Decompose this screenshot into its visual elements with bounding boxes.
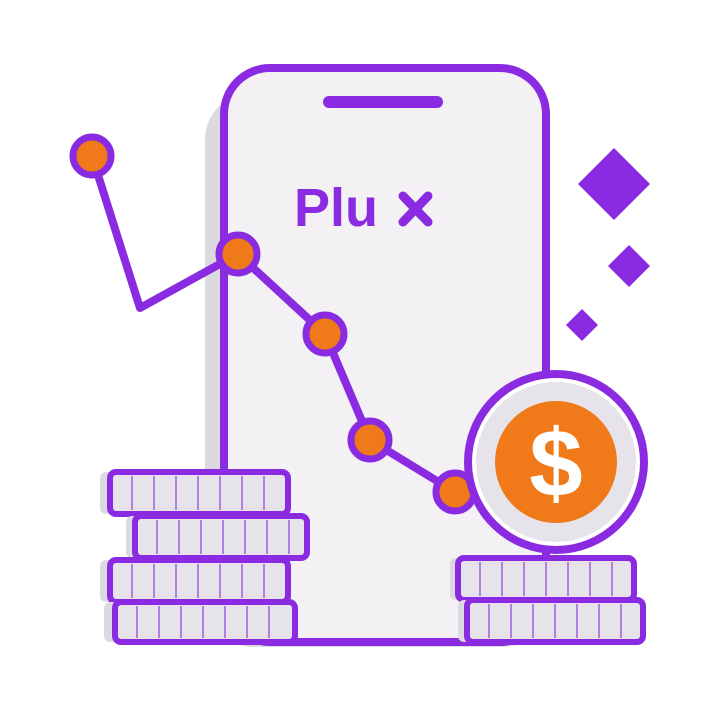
coin-stack-left-row-3 (100, 557, 291, 605)
diamond-medium (608, 245, 650, 287)
trend-point-2 (215, 231, 261, 277)
diamond-small (566, 309, 598, 341)
trend-point-3 (302, 311, 348, 357)
diamond-sparkle-icon (566, 148, 650, 341)
dollar-sign: $ (529, 410, 582, 517)
dollar-coin-icon: $ (464, 370, 648, 554)
coin-stack-left-row-4 (104, 599, 298, 645)
logo-text: Plu (294, 178, 378, 238)
coin-stack-right (450, 555, 646, 645)
trend-point-1 (69, 133, 115, 179)
coin-stack-right-row-2 (458, 597, 646, 645)
diamond-large (578, 148, 650, 220)
coin-stack-right-row-1 (450, 555, 637, 603)
logo-x-mark (398, 191, 433, 227)
plux-logo: Plu (294, 178, 433, 238)
coin-stack-icon (100, 469, 310, 645)
trend-line-icon (69, 133, 478, 515)
coin-stack-left-row-1 (100, 469, 291, 517)
trend-point-4 (347, 417, 393, 463)
coin-stack-left-row-2 (126, 513, 310, 561)
phone-speaker (323, 96, 443, 108)
